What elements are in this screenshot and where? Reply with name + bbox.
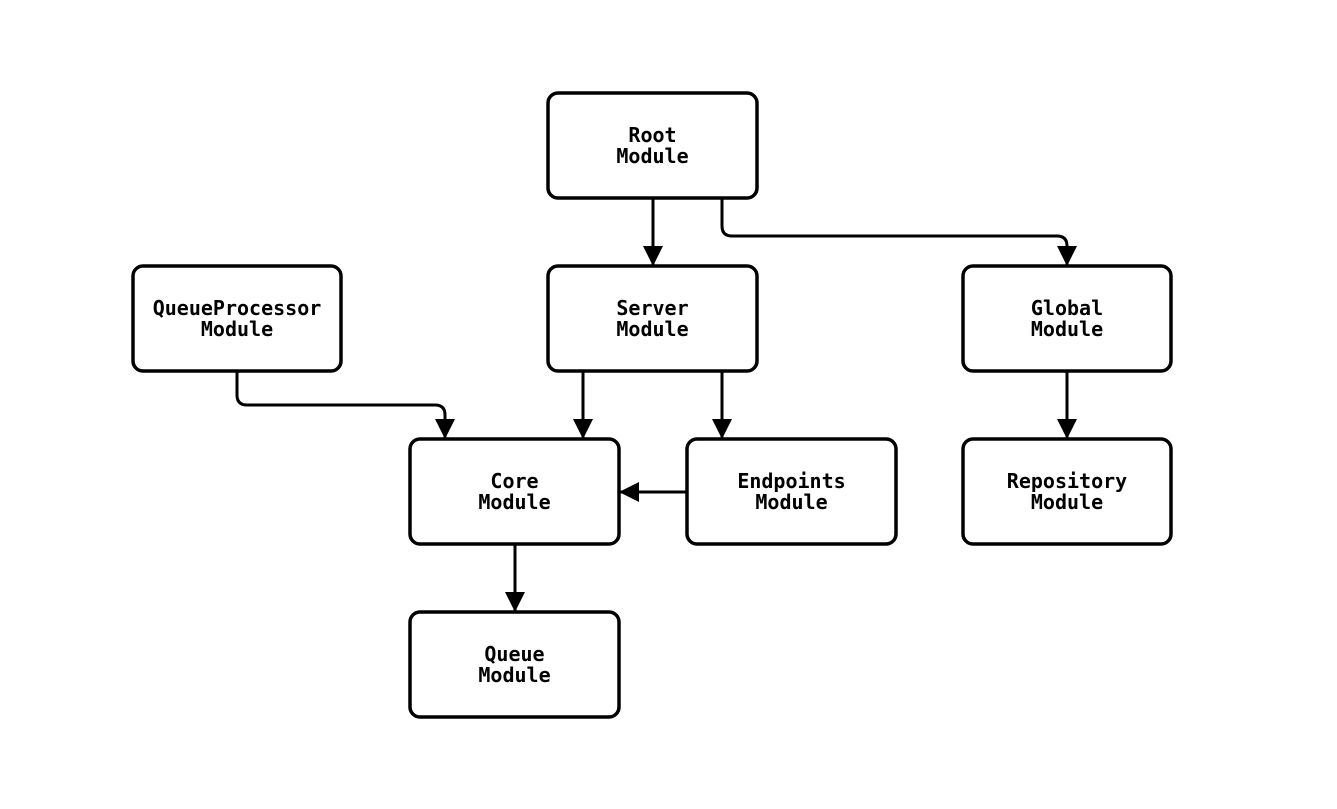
node-repository-label-line-1: Module bbox=[1031, 490, 1103, 514]
node-queue-label-line-0: Queue bbox=[484, 642, 544, 666]
node-server-label-line-0: Server bbox=[616, 296, 688, 320]
node-queueProcessor-label-line-0: QueueProcessor bbox=[153, 296, 322, 320]
node-queueProcessor-label-line-1: Module bbox=[201, 317, 273, 341]
nodes-layer: RootModuleServerModuleQueueProcessorModu… bbox=[131, 91, 1173, 719]
node-core-box bbox=[408, 437, 621, 546]
edge-queueProcessor-to-core bbox=[235, 371, 455, 439]
node-core-label-line-0: Core bbox=[490, 469, 538, 493]
node-root-label-line-0: Root bbox=[628, 123, 676, 147]
node-queue-label-line-1: Module bbox=[478, 663, 550, 687]
node-global-label-line-0: Global bbox=[1031, 296, 1103, 320]
edges-layer bbox=[235, 198, 1077, 612]
node-root-label-line-1: Module bbox=[616, 144, 688, 168]
node-server-label-line-1: Module bbox=[616, 317, 688, 341]
edge-root-to-global bbox=[720, 198, 1077, 266]
node-global-box bbox=[961, 264, 1173, 373]
node-repository-label-line-0: Repository bbox=[1007, 469, 1127, 493]
node-endpoints-label-line-1: Module bbox=[755, 490, 827, 514]
node-queueProcessor-box bbox=[131, 264, 343, 373]
node-global-label-line-1: Module bbox=[1031, 317, 1103, 341]
node-endpoints-box bbox=[685, 437, 898, 546]
node-repository-box bbox=[961, 437, 1173, 546]
node-core-label-line-1: Module bbox=[478, 490, 550, 514]
node-endpoints-label-line-0: Endpoints bbox=[737, 469, 845, 493]
node-server-box bbox=[546, 264, 759, 373]
node-queue-box bbox=[408, 610, 621, 719]
node-root-box bbox=[546, 91, 759, 200]
